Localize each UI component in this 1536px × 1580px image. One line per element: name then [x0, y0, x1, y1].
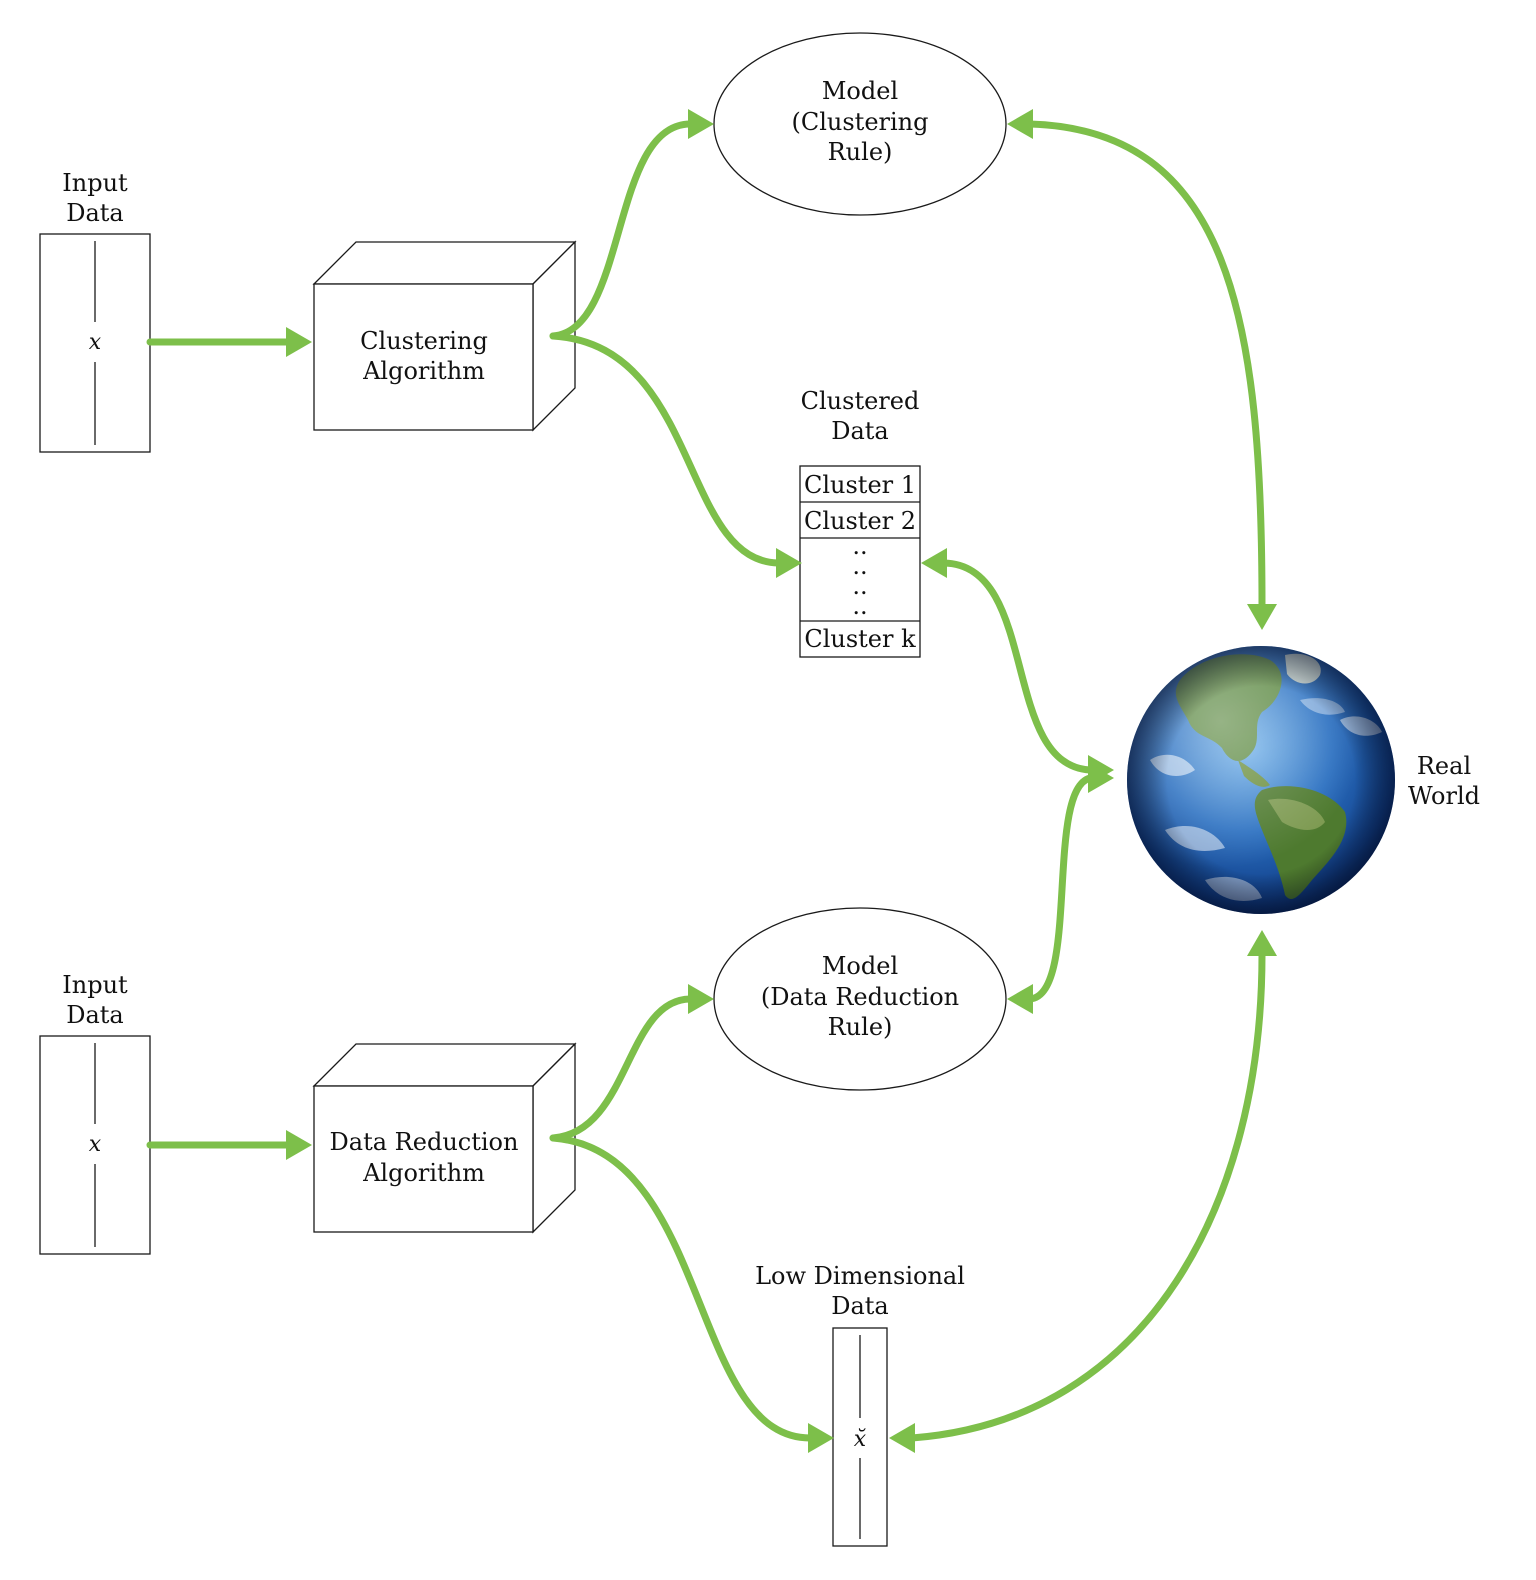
- clustering-algorithm-line1: Clustering: [360, 327, 488, 355]
- cluster-row-1: Cluster 1: [804, 471, 916, 499]
- clustered-data-title-line1: Clustered: [801, 387, 920, 415]
- arrow-head: [1007, 109, 1033, 139]
- cluster-ellipsis-3: ..: [852, 572, 867, 600]
- arrow-model-world-reduction-bidirectional: [1007, 763, 1114, 1014]
- clustering-input-title-line2: Data: [66, 199, 124, 227]
- clustering-algorithm-box: Clustering Algorithm: [312, 240, 577, 432]
- arrow-model-world-bidirectional: [1007, 109, 1277, 630]
- low-dim-data-vector: x̆: [832, 1327, 888, 1547]
- reduction-input-symbol: x: [89, 1132, 102, 1157]
- reduction-input-title-line2: Data: [66, 1001, 124, 1029]
- arrow-clustering-to-clustered-data: [549, 332, 802, 578]
- arrow-head: [1088, 763, 1114, 793]
- arrow-head: [921, 548, 947, 578]
- arrow-head: [688, 984, 714, 1014]
- reduction-input-vector: x: [39, 1035, 151, 1255]
- low-dim-data-title-line1: Low Dimensional: [755, 1262, 965, 1290]
- reduction-model-line2: (Data Reduction: [761, 983, 959, 1011]
- flow-arrows: [146, 109, 1277, 1453]
- clustering-algorithm-line2: Algorithm: [362, 357, 485, 385]
- arrow-head: [286, 327, 312, 357]
- arrow-head: [808, 1423, 834, 1453]
- reduction-algorithm-line2: Algorithm: [362, 1159, 485, 1187]
- earth-globe-icon: [1127, 646, 1395, 914]
- arrow-reduction-to-model: [549, 984, 714, 1142]
- arrow-head: [889, 1423, 915, 1453]
- clustering-model-ellipse: Model (Clustering Rule): [713, 32, 1007, 216]
- arrow-low-dim-data-world-bidirectional: [889, 930, 1277, 1453]
- cluster-ellipsis-1: ..: [852, 532, 867, 560]
- arrow-head: [1247, 930, 1277, 956]
- arrow-head: [1007, 984, 1033, 1014]
- clustered-data-title-line2: Data: [831, 417, 889, 445]
- clustering-model-line3: Rule): [828, 138, 893, 166]
- reduction-model-line3: Rule): [828, 1013, 893, 1041]
- cluster-row-2: Cluster 2: [804, 507, 916, 535]
- arrow-reduction-to-low-dim-data: [549, 1134, 834, 1453]
- clustering-input-symbol: x: [89, 330, 102, 355]
- arrow-clustered-data-world-bidirectional: [921, 548, 1114, 785]
- clustered-data-table: Cluster 1 Cluster 2 .. .. .. .. Cluster …: [799, 465, 921, 658]
- arrow-head: [776, 548, 802, 578]
- reduction-algorithm-box: Data Reduction Algorithm: [312, 1042, 577, 1234]
- arrow-head: [1247, 604, 1277, 630]
- reduction-input-title-line1: Input: [62, 971, 128, 999]
- clustering-model-line2: (Clustering: [792, 108, 929, 136]
- arrow-input-to-reduction: [146, 1130, 312, 1160]
- real-world-label-line1: Real: [1417, 752, 1471, 780]
- low-dim-data-symbol: x̆: [854, 1427, 867, 1452]
- reduction-algorithm-line1: Data Reduction: [330, 1128, 519, 1156]
- clustering-input-vector: x: [39, 233, 151, 453]
- cluster-row-k: Cluster k: [804, 625, 916, 653]
- clustering-model-line1: Model: [822, 77, 898, 105]
- real-world-label-line2: World: [1408, 782, 1480, 810]
- clustering-input-title-line1: Input: [62, 169, 128, 197]
- arrow-input-to-clustering: [146, 327, 312, 357]
- arrow-clustering-to-model: [549, 109, 714, 340]
- low-dim-data-title-line2: Data: [831, 1292, 889, 1320]
- arrow-head: [286, 1130, 312, 1160]
- reduction-model-line1: Model: [822, 952, 898, 980]
- cluster-ellipsis-4: ..: [852, 592, 867, 620]
- cluster-ellipsis-2: ..: [852, 552, 867, 580]
- arrow-head: [688, 109, 714, 139]
- reduction-model-ellipse: Model (Data Reduction Rule): [713, 907, 1007, 1091]
